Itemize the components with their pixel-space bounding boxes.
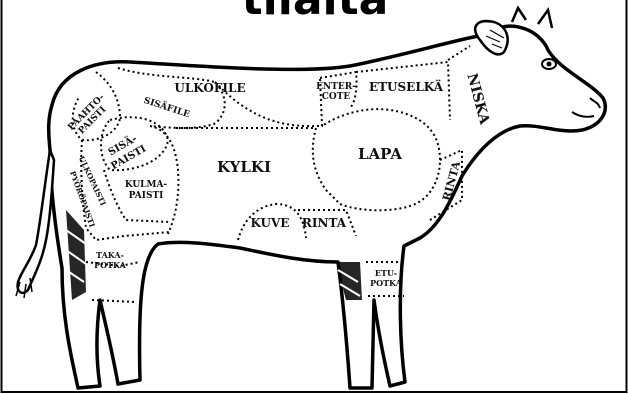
cut-label-kuve: KUVE [251, 216, 290, 230]
cut-label-etupotka-1: ETU- [375, 268, 397, 278]
cow-tail [18, 150, 54, 293]
cut-label-takapotka-1: TAKA- [96, 250, 124, 260]
cut-label-ulkofile: ULKOFILE [174, 81, 245, 95]
cut-label-entrecote-1: ENTER- [316, 82, 356, 92]
cut-label-etuselka: ETUSELKÄ [369, 79, 444, 94]
cut-label-lapa: LAPA [358, 145, 402, 163]
cow-body-outline [49, 26, 606, 388]
cut-label-etupotka-2: POTKA [370, 278, 403, 288]
cut-label-kylki: KYLKI [217, 158, 271, 176]
cut-label-kulmapaisti-2: PAISTI [129, 191, 164, 201]
cut-label-rinta: RINTA [302, 216, 347, 230]
cut-label-entrecote-2: COTE [322, 92, 351, 102]
cut-label-kulmapaisti-1: KULMA- [125, 180, 168, 190]
cut-label-takapotka-2: POTKA [94, 260, 127, 270]
